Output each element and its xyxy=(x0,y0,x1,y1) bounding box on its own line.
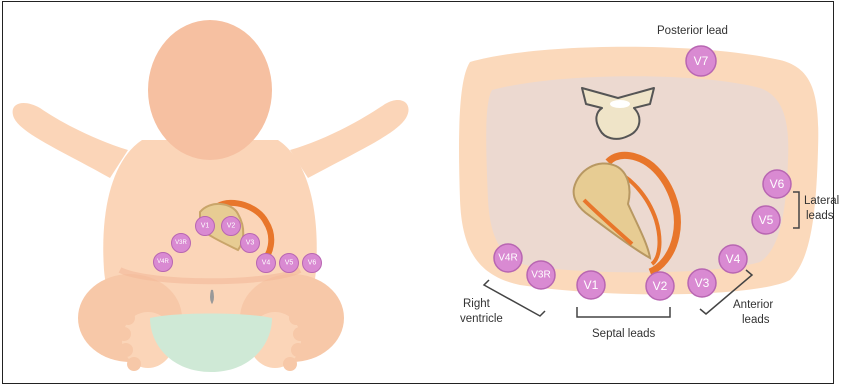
infant-lead-v5: V5 xyxy=(280,254,299,273)
infant-right-arm xyxy=(290,100,409,178)
svg-text:V4: V4 xyxy=(262,260,271,267)
anterior-leads-label-line2: leads xyxy=(742,314,770,326)
right-ventricle-label-line2: ventricle xyxy=(460,313,503,325)
infant-lead-v6: V6 xyxy=(303,254,322,273)
svg-text:V6: V6 xyxy=(770,177,785,191)
infant-lead-v2: V2 xyxy=(222,217,241,236)
svg-text:V3R: V3R xyxy=(531,270,550,281)
svg-text:V4R: V4R xyxy=(157,259,169,265)
svg-text:V5: V5 xyxy=(285,260,294,267)
infant-navel xyxy=(211,290,213,302)
svg-text:V3R: V3R xyxy=(175,240,187,246)
infant-lead-v3: V3 xyxy=(241,234,260,253)
anterior-leads-label-line1: Anterior xyxy=(733,299,773,311)
septal-bracket xyxy=(577,307,670,317)
svg-text:V3: V3 xyxy=(695,276,710,290)
infant-lead-v4: V4 xyxy=(257,254,276,273)
lead-v7: V7 xyxy=(686,46,716,76)
lead-v4r: V4R xyxy=(494,244,522,272)
infant-left-arm xyxy=(13,103,128,178)
lead-v1: V1 xyxy=(577,271,605,299)
infant-diaper xyxy=(150,314,272,373)
svg-text:V4: V4 xyxy=(726,252,741,266)
lead-v3r: V3R xyxy=(527,261,555,289)
svg-text:V1: V1 xyxy=(201,223,210,230)
lead-v3: V3 xyxy=(688,269,716,297)
svg-text:V7: V7 xyxy=(694,54,709,68)
lead-v5: V5 xyxy=(752,206,780,234)
lead-v4: V4 xyxy=(719,245,747,273)
svg-text:V4R: V4R xyxy=(498,253,517,264)
septal-leads-label: Septal leads xyxy=(592,328,656,340)
svg-text:V2: V2 xyxy=(227,223,236,230)
svg-text:V2: V2 xyxy=(653,279,668,293)
infant-head xyxy=(148,20,272,160)
chest-cross-section: V7 V6 V5 V4 V3 V2 xyxy=(459,25,839,340)
lateral-leads-label-line1: Lateral xyxy=(804,195,839,207)
right-ventricle-label-line1: Right xyxy=(463,298,491,310)
lateral-leads-label-line2: leads xyxy=(806,210,834,222)
infant-lead-v4r: V4R xyxy=(154,253,173,272)
lead-v6: V6 xyxy=(763,170,791,198)
lead-v2: V2 xyxy=(646,272,674,300)
infant-lead-v1: V1 xyxy=(196,217,215,236)
infant-lead-v3r: V3R xyxy=(172,234,191,253)
posterior-lead-label: Posterior lead xyxy=(657,25,728,37)
svg-text:V5: V5 xyxy=(759,213,774,227)
svg-text:V1: V1 xyxy=(584,278,599,292)
svg-text:V6: V6 xyxy=(308,260,317,267)
svg-text:V3: V3 xyxy=(246,240,255,247)
